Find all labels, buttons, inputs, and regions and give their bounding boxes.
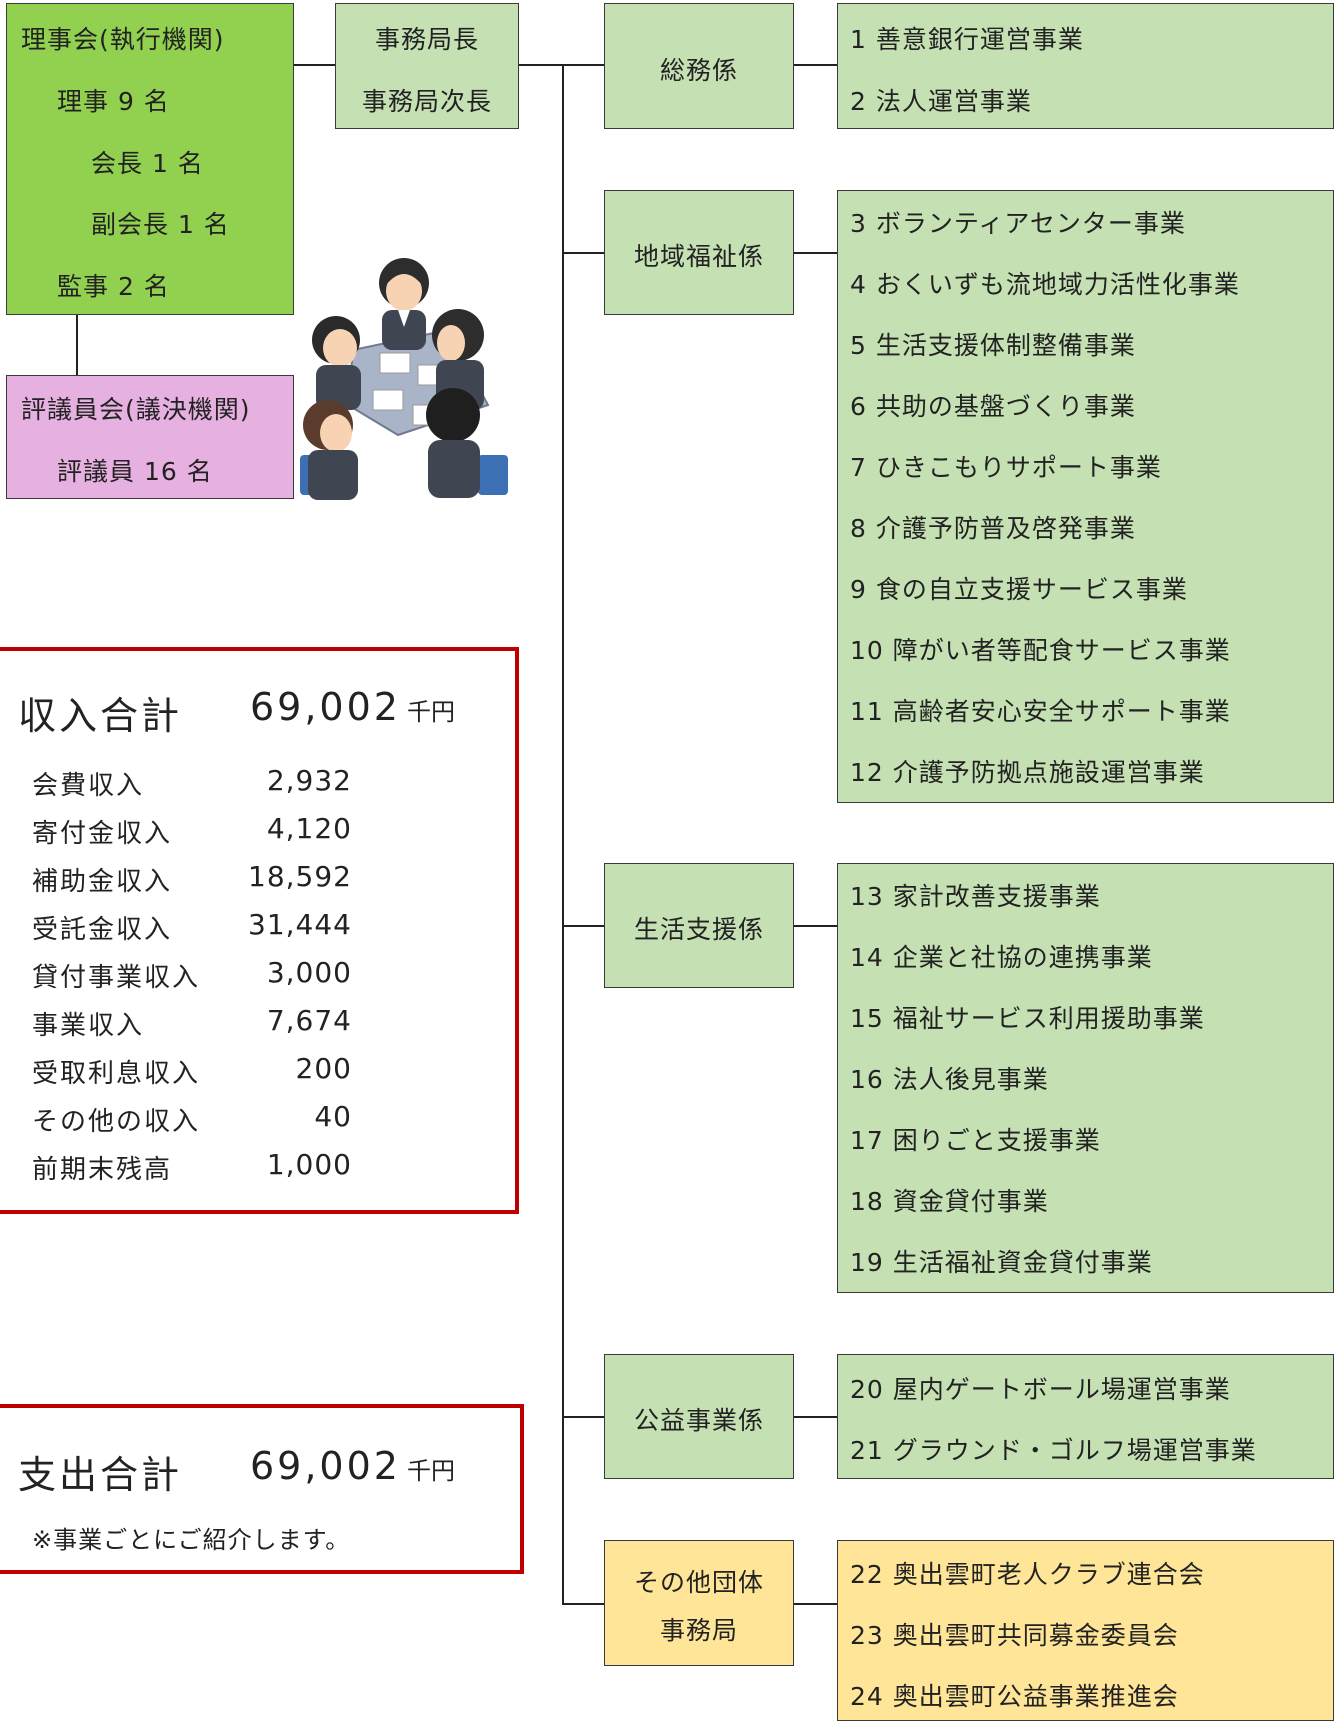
list-item: 10 障がい者等配食サービス事業 [850,636,1231,665]
list-item: 5 生活支援体制整備事業 [850,331,1136,360]
list-item: 20 屋内ゲートボール場運営事業 [850,1375,1231,1404]
board-title: 理事会(執行機関) [21,25,225,54]
income-row-value: 200 [295,1052,352,1085]
list-item: 2 法人運営事業 [850,87,1032,116]
list-item: 6 共助の基盤づくり事業 [850,392,1136,421]
council-members: 評議員 16 名 [57,457,213,486]
list-item: 12 介護予防拠点施設運営事業 [850,758,1205,787]
income-row-label: 事業収入 [32,1011,145,1041]
board-vice-chairman: 副会長 1 名 [91,210,230,239]
chiiki-items-connector [794,252,837,254]
income-row-label: 会費収入 [32,771,145,801]
income-unit: 千円 [406,698,455,726]
section-other-label-2: 事務局 [659,1616,738,1645]
expense-unit: 千円 [406,1457,455,1485]
expense-title: 支出合計 [18,1453,183,1497]
section-chiiki-fukushi: 地域福祉係 [604,190,794,315]
list-item: 11 高齢者安心安全サポート事業 [850,697,1231,726]
board-box: 理事会(執行機関) 理事 9 名 会長 1 名 副会長 1 名 監事 2 名 [6,3,294,315]
income-row-value: 2,932 [266,764,352,797]
income-row-value: 31,444 [248,908,352,941]
seikatsu-items-box: 13 家計改善支援事業 14 企業と社協の連携事業 15 福祉サービス利用援助事… [837,863,1334,1293]
list-item: 21 グラウンド・ゴルフ場運営事業 [850,1436,1257,1465]
branch-koueki [562,1603,604,1605]
income-row-value: 4,120 [266,812,352,845]
list-item: 4 おくいずも流地域力活性化事業 [850,270,1240,299]
branch-chiiki [562,925,604,927]
section-somu: 総務係 [604,3,794,129]
income-row-label: 前期末残高 [32,1155,173,1185]
secretary-general: 事務局長 [374,25,479,54]
income-row-label: 受託金収入 [32,915,173,945]
list-item: 3 ボランティアセンター事業 [850,209,1186,238]
somu-items-connector [794,64,837,66]
section-koueki-label: 公益事業係 [633,1406,764,1435]
koueki-items-box: 20 屋内ゲートボール場運営事業 21 グラウンド・ゴルフ場運営事業 [837,1354,1334,1479]
income-row-label: 受取利息収入 [32,1059,201,1089]
list-item: 16 法人後見事業 [850,1065,1049,1094]
income-row-label: 貸付事業収入 [32,963,201,993]
board-auditors: 監事 2 名 [57,272,170,301]
list-item: 9 食の自立支援サービス事業 [850,575,1188,604]
income-row-value: 1,000 [266,1148,352,1181]
section-chiiki-label: 地域福祉係 [633,242,764,271]
other-items-connector [794,1603,837,1605]
council-title: 評議員会(議決機関) [21,395,251,424]
board-secretariat-connector [294,64,336,66]
branch-seikatsu [562,1416,604,1418]
list-item: 14 企業と社協の連携事業 [850,943,1153,972]
income-row-label: 補助金収入 [32,867,173,897]
section-seikatsu-shien: 生活支援係 [604,863,794,988]
secretariat-trunk-connector [519,64,604,66]
list-item: 19 生活福祉資金貸付事業 [850,1248,1153,1277]
income-row-label: その他の収入 [32,1107,201,1137]
income-row-value: 40 [314,1100,352,1133]
meeting-people-icon [300,258,508,500]
somu-items-box: 1 善意銀行運営事業 2 法人運営事業 [837,3,1334,129]
board-council-connector [76,315,78,376]
board-directors: 理事 9 名 [57,87,170,116]
section-seikatsu-label: 生活支援係 [633,915,764,944]
list-item: 13 家計改善支援事業 [850,882,1101,911]
list-item: 15 福祉サービス利用援助事業 [850,1004,1205,1033]
income-title: 収入合計 [18,694,183,738]
other-items-box: 22 奥出雲町老人クラブ連合会 23 奥出雲町共同募金委員会 24 奥出雲町公益… [837,1540,1334,1721]
section-somu-label: 総務係 [659,56,738,85]
chiiki-items-box: 3 ボランティアセンター事業 4 おくいずも流地域力活性化事業 5 生活支援体制… [837,190,1334,803]
expense-total-value: 69,002 [250,1444,401,1488]
list-item: 23 奥出雲町共同募金委員会 [850,1621,1179,1650]
trunk-line [562,64,564,1604]
branch-somu [562,252,604,254]
board-chairman: 会長 1 名 [91,149,204,178]
income-row-value: 7,674 [266,1004,352,1037]
income-total-value: 69,002 [250,685,401,729]
income-row-value: 3,000 [266,956,352,989]
list-item: 1 善意銀行運営事業 [850,25,1084,54]
list-item: 22 奥出雲町老人クラブ連合会 [850,1560,1205,1589]
income-row-value: 18,592 [248,860,352,893]
section-other-label-1: その他団体 [633,1568,764,1597]
list-item: 8 介護予防普及啓発事業 [850,514,1136,543]
koueki-items-connector [794,1416,837,1418]
income-row-label: 寄付金収入 [32,819,173,849]
section-other-orgs: その他団体 事務局 [604,1540,794,1666]
list-item: 18 資金貸付事業 [850,1187,1049,1216]
list-item: 17 困りごと支援事業 [850,1126,1101,1155]
council-box: 評議員会(議決機関) 評議員 16 名 [6,375,294,499]
expense-note: ※事業ごとにご紹介します。 [32,1526,351,1554]
seikatsu-items-connector [794,925,837,927]
list-item: 7 ひきこもりサポート事業 [850,453,1162,482]
list-item: 24 奥出雲町公益事業推進会 [850,1682,1179,1711]
deputy-secretary-general: 事務局次長 [361,87,492,116]
section-koueki-jigyou: 公益事業係 [604,1354,794,1479]
secretariat-box: 事務局長 事務局次長 [335,3,519,129]
